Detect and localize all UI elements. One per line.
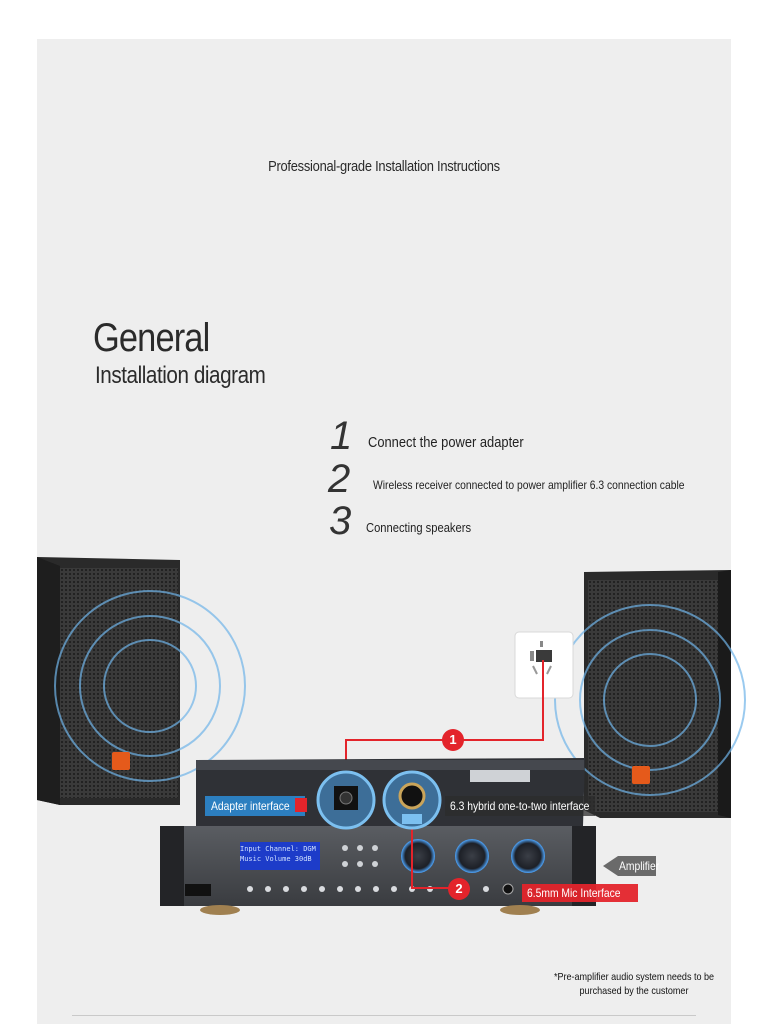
- mic-label-bg: [522, 884, 638, 902]
- hybrid-label: 6.3 hybrid one-to-two interface: [450, 799, 590, 813]
- adapter-label: Adapter interface: [211, 799, 290, 813]
- mic-label: 6.5mm Mic Interface: [527, 886, 621, 900]
- lcd-text: Input Channel: DGM Music Volume 30dB: [240, 844, 320, 864]
- step-3-text: Connecting speakers: [366, 520, 472, 535]
- step-2-number: 2: [328, 457, 351, 501]
- speaker-logo-right: [632, 766, 650, 784]
- adapter-label-bg: [205, 796, 305, 816]
- step-1-text: Connect the power adapter: [368, 434, 524, 451]
- divider: [72, 1015, 696, 1016]
- lcd-line-1: Input Channel: DGM: [240, 845, 316, 853]
- badge-2-text: 2: [455, 881, 463, 896]
- lcd-display: [240, 842, 320, 870]
- amplifier-label: Amplifier: [619, 859, 660, 873]
- step-1-number: 1: [330, 414, 353, 458]
- badge-2: [448, 878, 470, 900]
- step-2-text: Wireless receiver connected to power amp…: [373, 478, 685, 492]
- amplifier-label-bg: [603, 856, 656, 876]
- heading-subtitle: Installation diagram: [95, 362, 266, 389]
- page-title: Professional-grade Installation Instruct…: [268, 158, 500, 175]
- speaker-logo-left: [112, 752, 130, 770]
- hybrid-label-bg: [445, 796, 595, 816]
- badge-1: [442, 729, 464, 751]
- badge-1-text: 1: [449, 732, 457, 747]
- step-3-number: 3: [329, 499, 352, 543]
- right-speaker: [554, 570, 746, 818]
- lcd-line-2: Music Volume 30dB: [240, 855, 312, 863]
- left-speaker: [37, 557, 246, 805]
- heading-general: General: [93, 316, 210, 360]
- footnote: *Pre-amplifier audio system needs to be …: [553, 971, 715, 997]
- power-switch: [185, 884, 211, 896]
